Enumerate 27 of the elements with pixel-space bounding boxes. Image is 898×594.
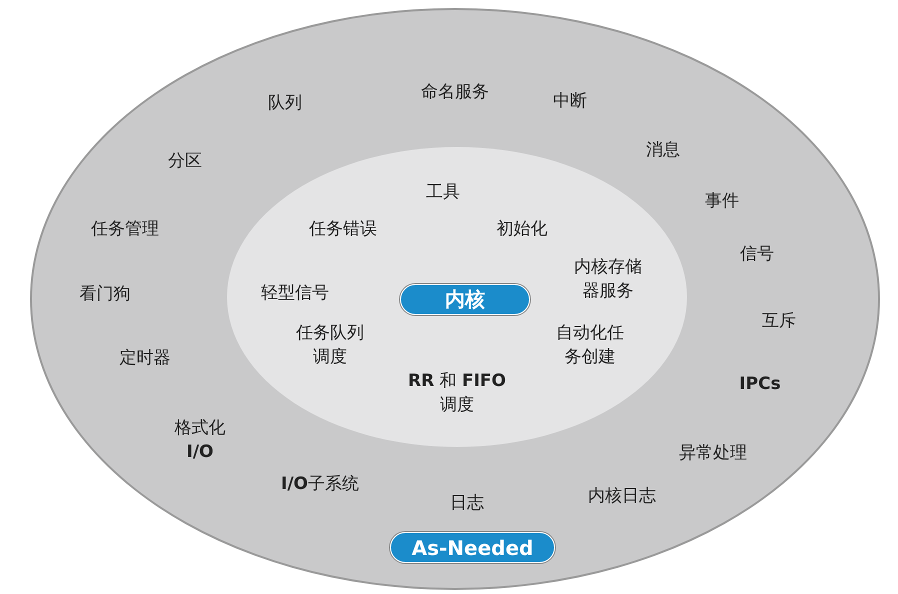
topic-label: IPCs [739, 373, 781, 396]
as-needed-badge: As-Needed [390, 532, 555, 563]
topic-label: 事件 [705, 190, 739, 213]
topic-label: 日志 [450, 492, 484, 515]
topic-label: 任务管理 [91, 218, 159, 241]
topic-label: 内核存储器服务 [573, 256, 643, 303]
topic-label: 分区 [168, 150, 202, 173]
topic-label: 信号 [740, 243, 774, 266]
topic-label: 自动化任务创建 [555, 322, 625, 369]
topic-label: 任务队列调度 [295, 322, 365, 369]
topic-label: 中断 [553, 90, 587, 113]
topic-label: 看门狗 [80, 283, 130, 306]
topic-label: 定时器 [120, 347, 170, 370]
topic-label: 轻型信号 [261, 282, 329, 305]
topic-label: 工具 [426, 181, 460, 204]
topic-label: RR 和 FIFO调度 [406, 370, 507, 417]
topic-label: 消息 [646, 139, 680, 162]
topic-label: 格式化I/O [174, 417, 226, 464]
core-badge: 内核 [400, 284, 530, 315]
topic-label: 初始化 [496, 218, 548, 241]
topic-label: 命名服务 [421, 81, 489, 104]
topic-label: 互斥 [762, 310, 796, 333]
topic-label: I/O子系统 [280, 473, 360, 496]
topic-label: 异常处理 [679, 442, 747, 465]
topic-label: 队列 [268, 92, 302, 115]
topic-label: 内核日志 [588, 485, 656, 508]
topic-label: 任务错误 [309, 218, 377, 241]
